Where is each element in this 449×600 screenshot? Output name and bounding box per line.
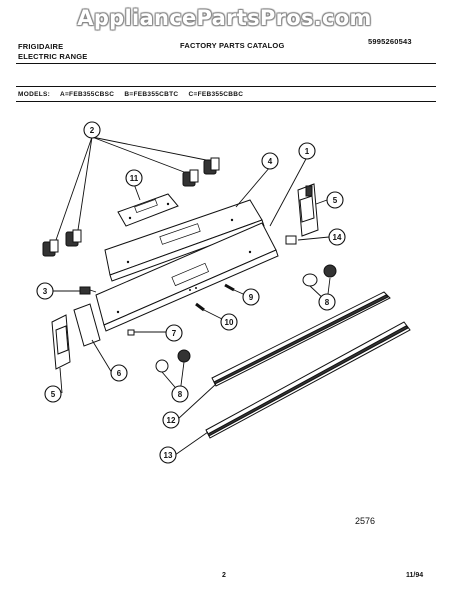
end-bracket-right xyxy=(297,183,319,237)
svg-text:5: 5 xyxy=(51,390,56,399)
svg-text:3: 3 xyxy=(43,287,48,296)
knobs-left xyxy=(155,349,191,373)
svg-text:6: 6 xyxy=(117,369,122,378)
callout-3: 3 xyxy=(36,282,54,300)
trim-strip-lower xyxy=(205,321,411,439)
svg-text:7: 7 xyxy=(172,329,177,338)
end-bracket-left xyxy=(51,314,71,370)
callout-4: 4 xyxy=(261,152,279,170)
svg-text:2: 2 xyxy=(90,126,95,135)
infinite-switches xyxy=(42,157,220,257)
models-label: MODELS: xyxy=(18,91,51,98)
svg-text:11: 11 xyxy=(130,174,139,183)
model-c: C=FEB355CBBC xyxy=(188,91,244,98)
callout-13: 13 xyxy=(159,446,177,464)
callout-11: 11 xyxy=(125,169,143,187)
svg-text:9: 9 xyxy=(249,293,254,302)
figure-number: 2576 xyxy=(355,516,376,526)
side-trim xyxy=(73,303,101,347)
brand-label: FRIGIDAIRE xyxy=(18,42,64,51)
svg-text:4: 4 xyxy=(268,157,273,166)
models-line: MODELS: A=FEB355CBSC B=FEB355CBTC C=FEB3… xyxy=(18,91,251,98)
svg-text:12: 12 xyxy=(167,416,176,425)
callout-7: 7 xyxy=(165,324,183,342)
callout-6: 6 xyxy=(110,364,128,382)
trim-strip-upper xyxy=(211,291,391,387)
svg-text:13: 13 xyxy=(164,451,173,460)
watermark: AppliancePartsPros.com xyxy=(77,6,372,30)
svg-text:14: 14 xyxy=(333,233,342,242)
model-b: B=FEB355CBTC xyxy=(124,91,179,98)
model-a: A=FEB355CBSC xyxy=(59,91,115,98)
mounting-clip xyxy=(79,286,97,295)
callout-9: 9 xyxy=(242,288,260,306)
callout-1: 1 xyxy=(298,142,316,160)
header-rule-models xyxy=(16,86,436,87)
svg-text:8: 8 xyxy=(178,390,183,399)
header-rule-top xyxy=(16,63,436,64)
callout-8-left: 8 xyxy=(171,385,189,403)
callout-12: 12 xyxy=(162,411,180,429)
clock-timer-module xyxy=(117,193,179,227)
page-number: 2 xyxy=(222,572,226,579)
callout-5-left: 5 xyxy=(44,385,62,403)
header-rule-bottom xyxy=(16,101,436,102)
small-clip xyxy=(127,329,135,336)
footer-date: 11/94 xyxy=(406,572,424,579)
knobs-right xyxy=(302,264,337,287)
callout-8-right: 8 xyxy=(318,293,336,311)
callout-10: 10 xyxy=(220,313,238,331)
callout-2: 2 xyxy=(83,121,101,139)
svg-text:5: 5 xyxy=(333,196,338,205)
product-label: ELECTRIC RANGE xyxy=(18,52,88,61)
svg-text:10: 10 xyxy=(225,318,234,327)
indicator-light xyxy=(285,235,297,245)
screw-10 xyxy=(195,302,205,312)
callout-5-right: 5 xyxy=(326,191,344,209)
svg-text:8: 8 xyxy=(325,298,330,307)
control-panel-front xyxy=(95,222,279,332)
catalog-number: 5995260543 xyxy=(368,37,412,46)
callout-14: 14 xyxy=(328,228,346,246)
svg-text:1: 1 xyxy=(305,147,310,156)
catalog-title: FACTORY PARTS CATALOG xyxy=(180,41,285,50)
screw-9 xyxy=(224,283,235,292)
